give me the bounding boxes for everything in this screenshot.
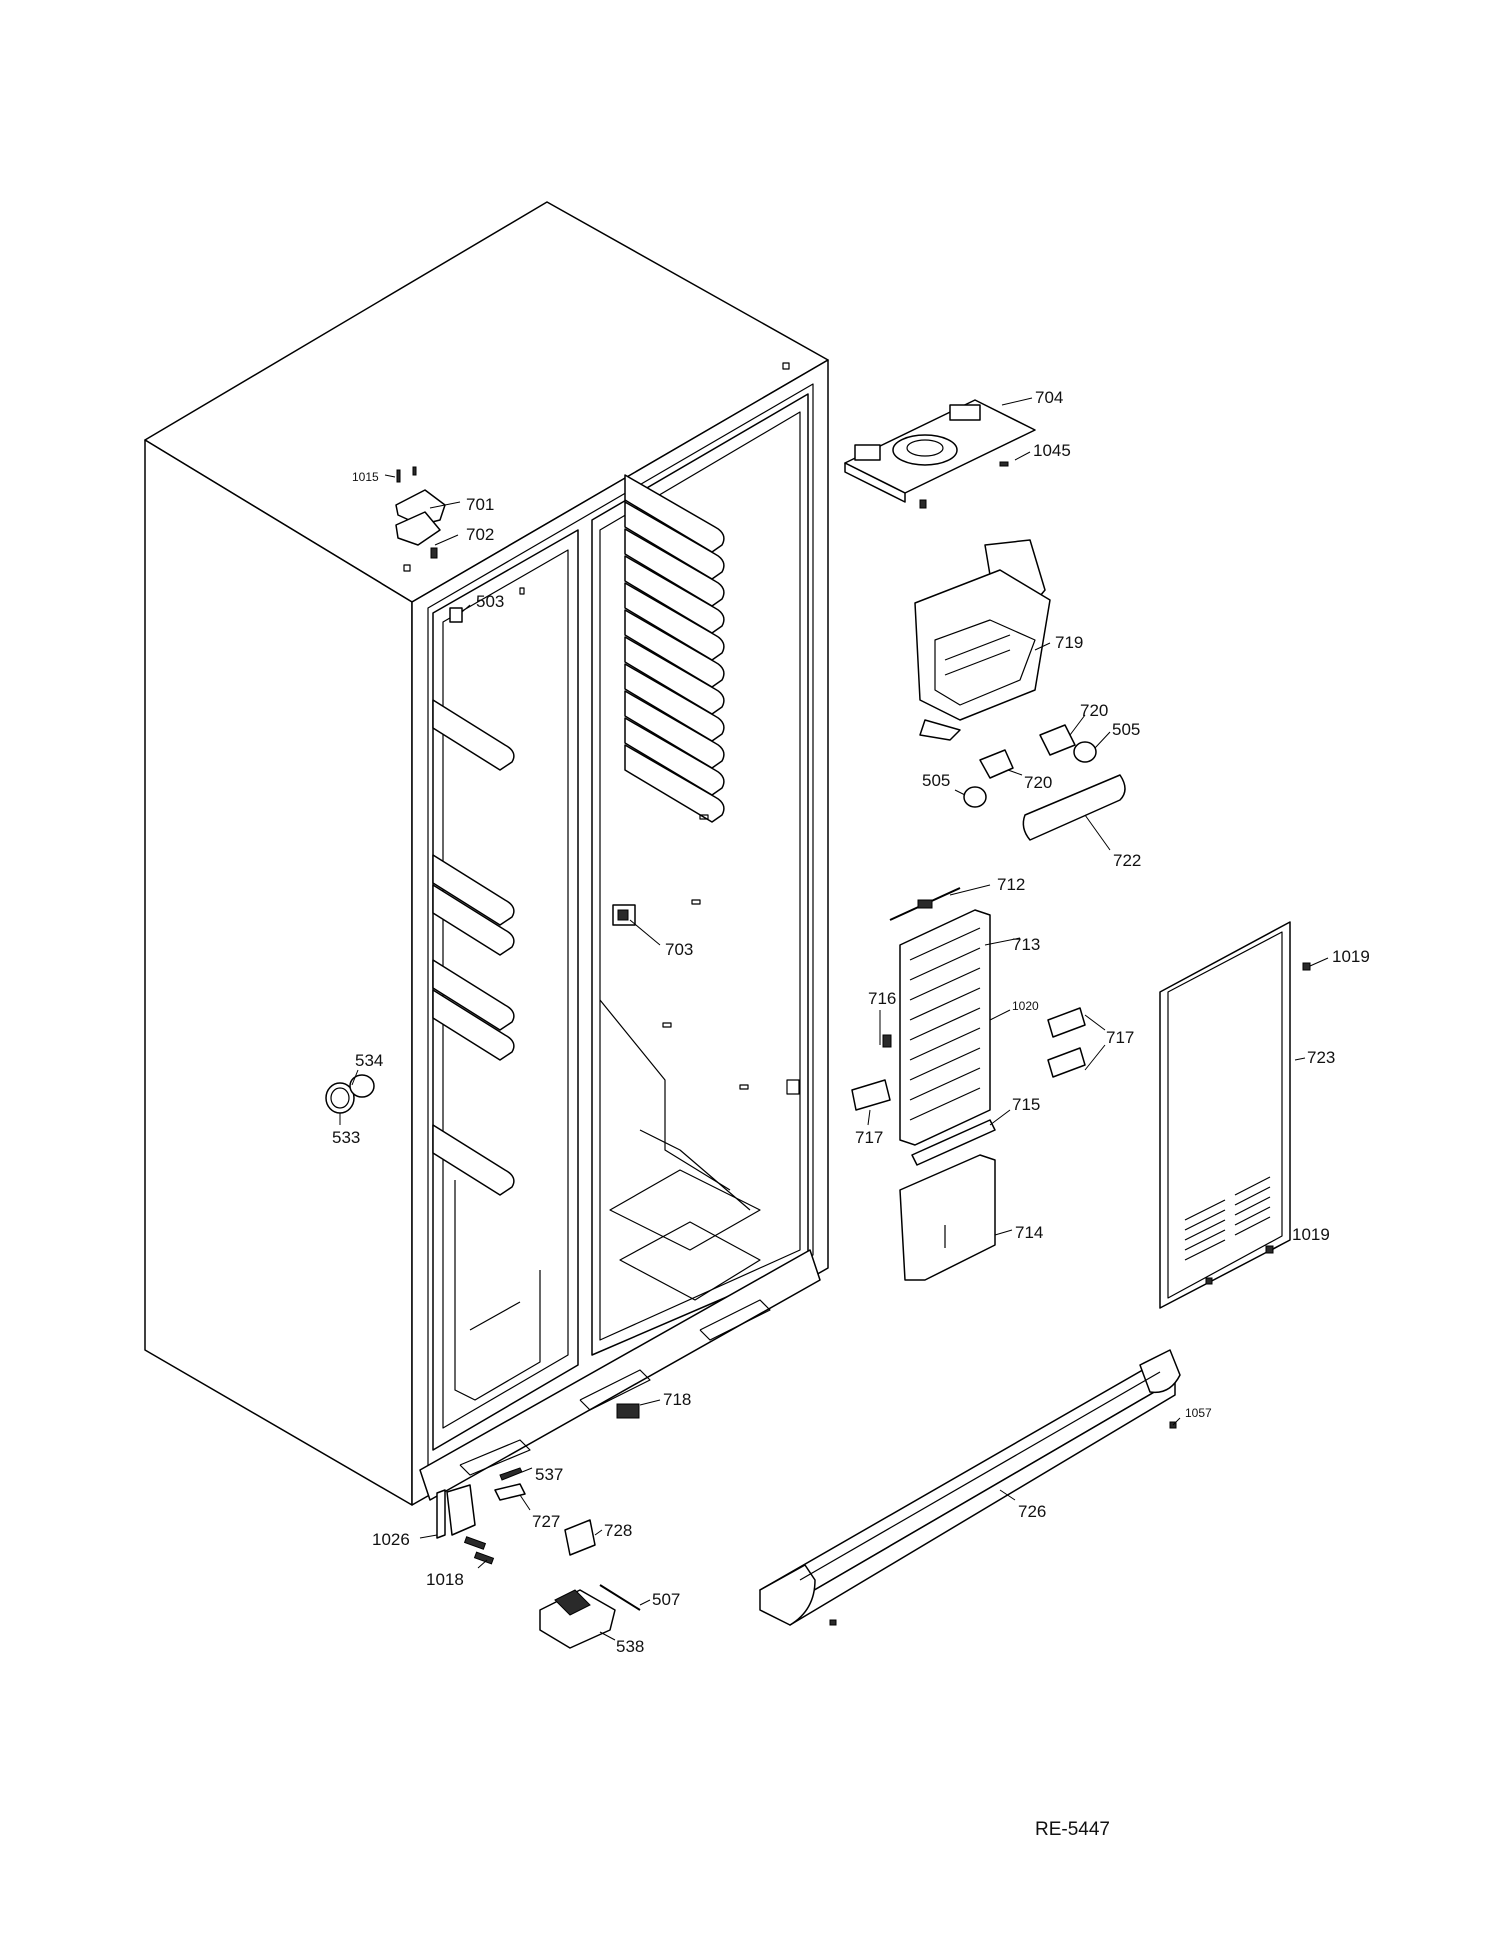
- reference-code: RE-5447: [1035, 1819, 1110, 1840]
- label-723: 723: [1307, 1048, 1335, 1067]
- fan-cover-assembly: [844, 399, 1036, 509]
- label-507: 507: [652, 1590, 680, 1609]
- label-1019-upper: 1019: [1332, 947, 1370, 966]
- label-727: 727: [532, 1512, 560, 1531]
- label-505-left: 505: [922, 771, 950, 790]
- label-712: 712: [997, 875, 1025, 894]
- side-grille: [325, 1074, 375, 1114]
- label-726: 726: [1018, 1502, 1046, 1521]
- label-505-right: 505: [1112, 720, 1140, 739]
- defrost-thermostat: [889, 887, 961, 921]
- label-701: 701: [466, 495, 494, 514]
- damper-control: [612, 904, 636, 926]
- ice-chute-housing: [914, 539, 1051, 741]
- label-1019-lower: 1019: [1292, 1225, 1330, 1244]
- vent-louvers: [1184, 1176, 1271, 1261]
- top-hinge-assembly: [395, 466, 446, 559]
- label-537: 537: [535, 1465, 563, 1484]
- fresh-food-shelf-rails: [624, 474, 725, 823]
- label-717-left: 717: [855, 1128, 883, 1147]
- label-1045: 1045: [1033, 441, 1071, 460]
- label-1015: 1015: [352, 470, 379, 484]
- label-702: 702: [466, 525, 494, 544]
- foam-blocks: [851, 1007, 1086, 1111]
- label-1026: 1026: [372, 1530, 410, 1549]
- label-1018: 1018: [426, 1570, 464, 1589]
- label-1057: 1057: [1185, 1406, 1212, 1420]
- light-sockets-and-bulbs: [963, 724, 1097, 808]
- label-704: 704: [1035, 388, 1063, 407]
- defrost-heater: [911, 1119, 996, 1166]
- label-503: 503: [476, 592, 504, 611]
- label-538: 538: [616, 1637, 644, 1656]
- bottom-parts: [436, 1403, 641, 1649]
- freezer-light-socket: [449, 607, 463, 623]
- label-720-lower: 720: [1024, 773, 1052, 792]
- light-shield: [1022, 774, 1126, 841]
- label-717-right: 717: [1106, 1028, 1134, 1047]
- freezer-shelf-rails: [432, 699, 515, 1196]
- label-720-upper: 720: [1080, 701, 1108, 720]
- label-1020: 1020: [1012, 999, 1039, 1013]
- evaporator: [882, 909, 991, 1146]
- label-703: 703: [665, 940, 693, 959]
- label-714: 714: [1015, 1223, 1043, 1242]
- refrigerator-cabinet: [144, 201, 829, 1506]
- label-713: 713: [1012, 935, 1040, 954]
- bottom-grille: [759, 1349, 1181, 1626]
- label-533: 533: [332, 1128, 360, 1147]
- drain-trough: [899, 1154, 996, 1281]
- evaporator-cover: [1159, 921, 1311, 1309]
- label-716: 716: [868, 989, 896, 1008]
- label-728: 728: [604, 1521, 632, 1540]
- label-719: 719: [1055, 633, 1083, 652]
- leader-lines: [339, 397, 1329, 1641]
- label-534: 534: [355, 1051, 383, 1070]
- label-718: 718: [663, 1390, 691, 1409]
- label-715: 715: [1012, 1095, 1040, 1114]
- label-722: 722: [1113, 851, 1141, 870]
- part-labels: 704 1045 1015 701 702 503 719 720 505 50…: [332, 388, 1370, 1656]
